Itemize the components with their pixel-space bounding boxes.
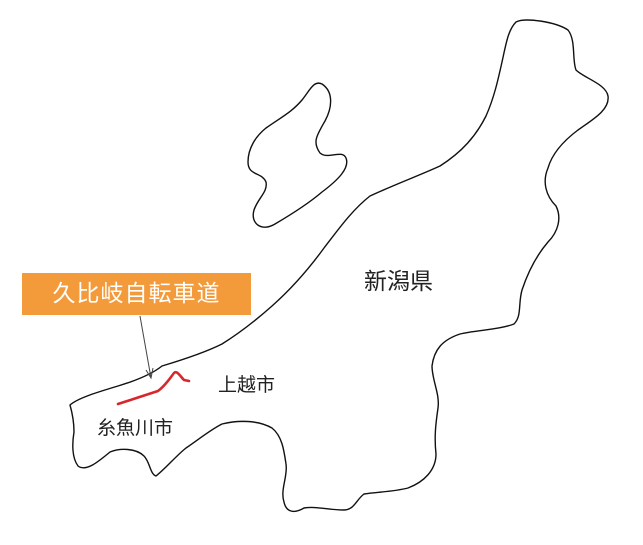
sado-island-outline bbox=[247, 82, 348, 228]
city-label-itoigawa: 糸魚川市 bbox=[97, 417, 174, 439]
niigata-mainland-outline bbox=[69, 19, 609, 513]
leader-arrowhead bbox=[145, 367, 154, 380]
route-label-box: 久比岐自転車道 bbox=[22, 273, 251, 315]
city-label-joetsu: 上越市 bbox=[218, 374, 276, 396]
leader-line bbox=[139, 315, 152, 379]
kubiki-route-line bbox=[116, 370, 191, 406]
prefecture-label: 新潟県 bbox=[364, 269, 433, 295]
